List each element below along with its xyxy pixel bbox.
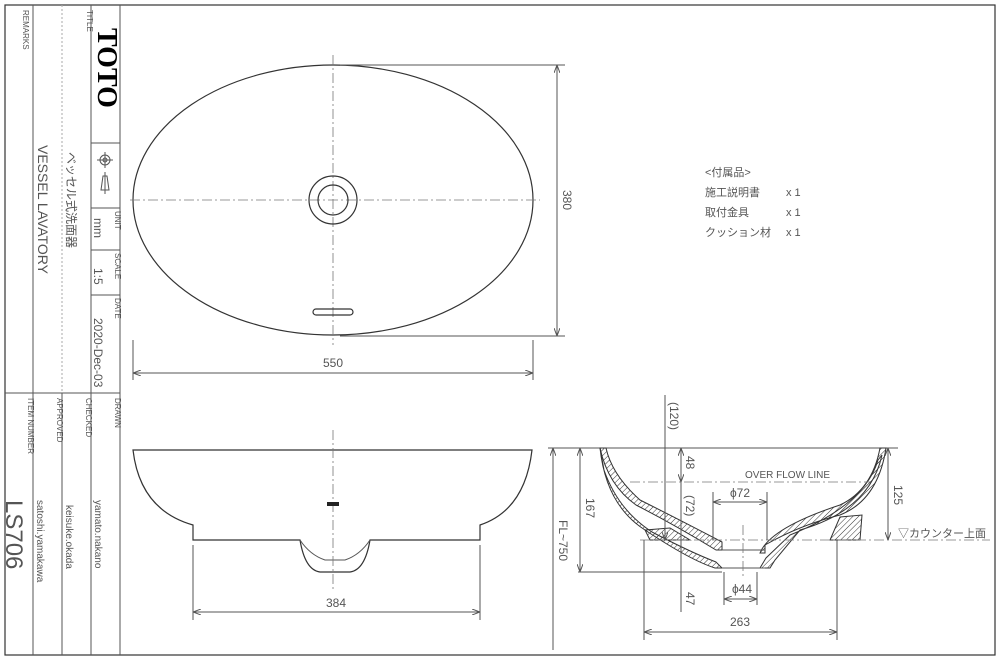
accessory-qty: x 1 <box>786 227 801 239</box>
dim-72: (72) <box>683 495 697 516</box>
checked-value: keisuke.okada <box>63 505 74 569</box>
third-angle-projection-icon <box>97 152 113 194</box>
base-dim: 384 <box>326 596 346 610</box>
approved-value: satoshi.yamakawa <box>34 500 45 583</box>
dim-47: 47 <box>683 592 697 606</box>
title-label: TITLE <box>85 10 94 32</box>
dim-167: 167 <box>583 498 597 518</box>
width-dim: 550 <box>323 356 343 370</box>
date-label: DATE <box>113 298 122 319</box>
item-number-label: ITEM NUMBER <box>26 398 35 454</box>
depth-dim: 380 <box>560 190 574 210</box>
accessories-header: <付属品> <box>705 166 751 179</box>
front-view: 384 <box>132 430 533 620</box>
accessory-qty: x 1 <box>786 187 801 199</box>
unit-value: mm <box>91 218 105 238</box>
accessory-name: クッション材 <box>705 225 771 239</box>
approved-label: APPROVED <box>55 398 64 443</box>
scale-label: SCALE <box>113 253 122 279</box>
toto-logo: TOTO <box>91 28 122 108</box>
dim-125: 125 <box>891 485 905 505</box>
title-en: VESSEL LAVATORY <box>35 145 51 275</box>
remarks-label: REMARKS <box>21 10 30 50</box>
date-value: 2020-Dec-03 <box>91 318 105 388</box>
scale-value: 1:5 <box>91 268 105 285</box>
dim-phi72: ϕ72 <box>730 486 750 500</box>
section-view: OVER FLOW LINE ▽カウンター上面 FL~750 167 (120)… <box>548 395 990 650</box>
accessories-list: <付属品> 施工説明書 x 1 取付金具 x 1 クッション材 x 1 <box>705 166 801 239</box>
sheet-border <box>4 4 996 656</box>
drawn-value: yamato.nakano <box>92 500 103 569</box>
accessory-name: 施工説明書 <box>705 185 760 199</box>
checked-label: CHECKED <box>84 398 93 437</box>
dim-phi44: ϕ44 <box>732 582 752 596</box>
counter-top-label: ▽カウンター上面 <box>898 527 986 540</box>
unit-label: UNIT <box>113 211 122 230</box>
dim-120: (120) <box>667 402 681 430</box>
item-number-value: LS706 <box>0 500 27 569</box>
drawn-label: DRAWN <box>113 398 122 428</box>
accessory-name: 取付金具 <box>705 205 749 219</box>
dim-263: 263 <box>730 615 750 629</box>
fl-dim: FL~750 <box>556 520 570 561</box>
overflow-line-label: OVER FLOW LINE <box>745 470 830 481</box>
title-block: REMARKS TITLE ベッセル式洗面器 VESSEL LAVATORY T… <box>0 5 122 655</box>
top-view: 550 380 <box>130 55 574 380</box>
dim-48: 48 <box>683 456 697 470</box>
accessory-qty: x 1 <box>786 207 801 219</box>
title-jp: ベッセル式洗面器 <box>64 152 78 248</box>
overflow-mark <box>327 502 339 506</box>
